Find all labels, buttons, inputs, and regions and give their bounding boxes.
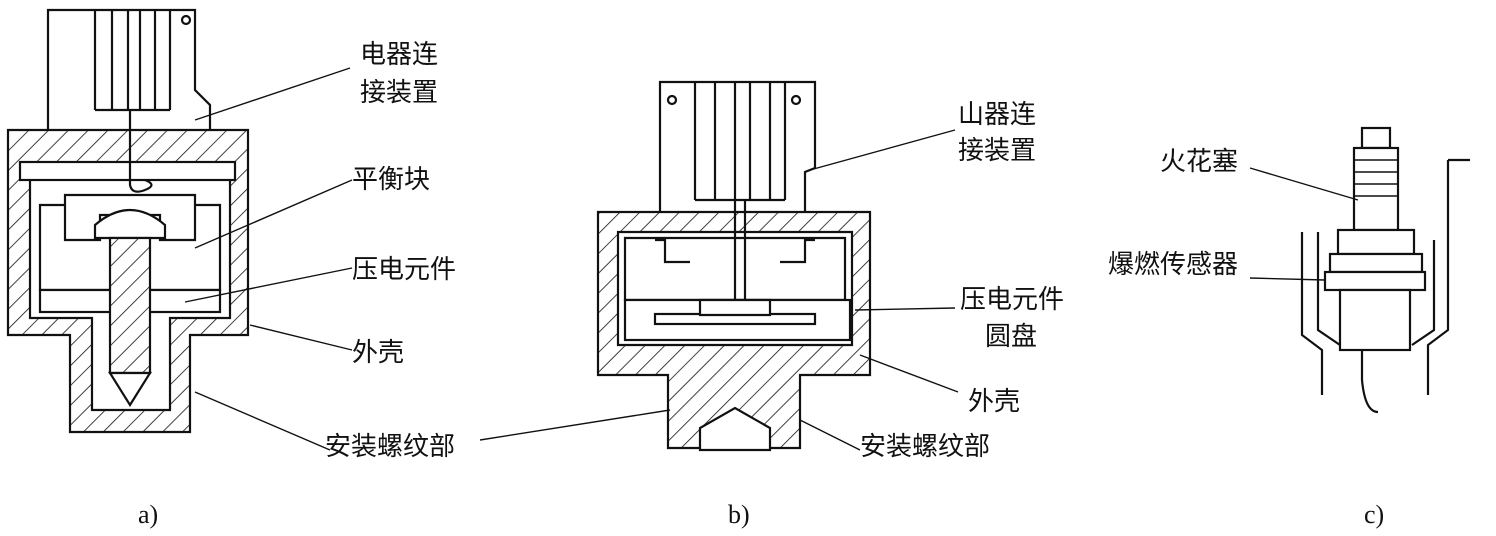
caption-b: b) (728, 500, 750, 529)
label-c-knock-sensor: 爆燃传感器 (1108, 250, 1239, 280)
caption-a: a) (138, 500, 159, 529)
knock-sensor-ring (1323, 270, 1427, 292)
sensor-c-drawing (1300, 126, 1470, 414)
label-b-housing: 外壳 (968, 387, 1021, 417)
sensor-b-drawing (596, 80, 872, 452)
sensor-a-drawing (6, 8, 250, 434)
spark-plug-hex (1336, 228, 1416, 256)
leader-lines (184, 67, 1359, 451)
label-b-piezo-line2: 圆盘 (985, 322, 1038, 352)
label-a-piezo-element: 压电元件 (352, 255, 457, 285)
label-b-connector-line2: 接装置 (958, 136, 1037, 166)
label-a-balance-block: 平衡块 (352, 165, 431, 195)
label-a-thread: 安装螺纹部 (325, 432, 456, 462)
label-b-connector-line1: 山器连 (958, 100, 1037, 130)
caption-c: c) (1364, 500, 1385, 529)
spark-plug-terminal (1360, 126, 1392, 150)
label-a-housing: 外壳 (352, 338, 405, 368)
label-a-connector-line1: 电器连 (360, 40, 439, 70)
label-b-piezo-line1: 压电元件 (960, 285, 1065, 315)
label-c-spark-plug: 火花塞 (1160, 147, 1239, 177)
label-b-thread: 安装螺纹部 (860, 432, 991, 462)
label-a-connector-line2: 接装置 (360, 78, 439, 108)
